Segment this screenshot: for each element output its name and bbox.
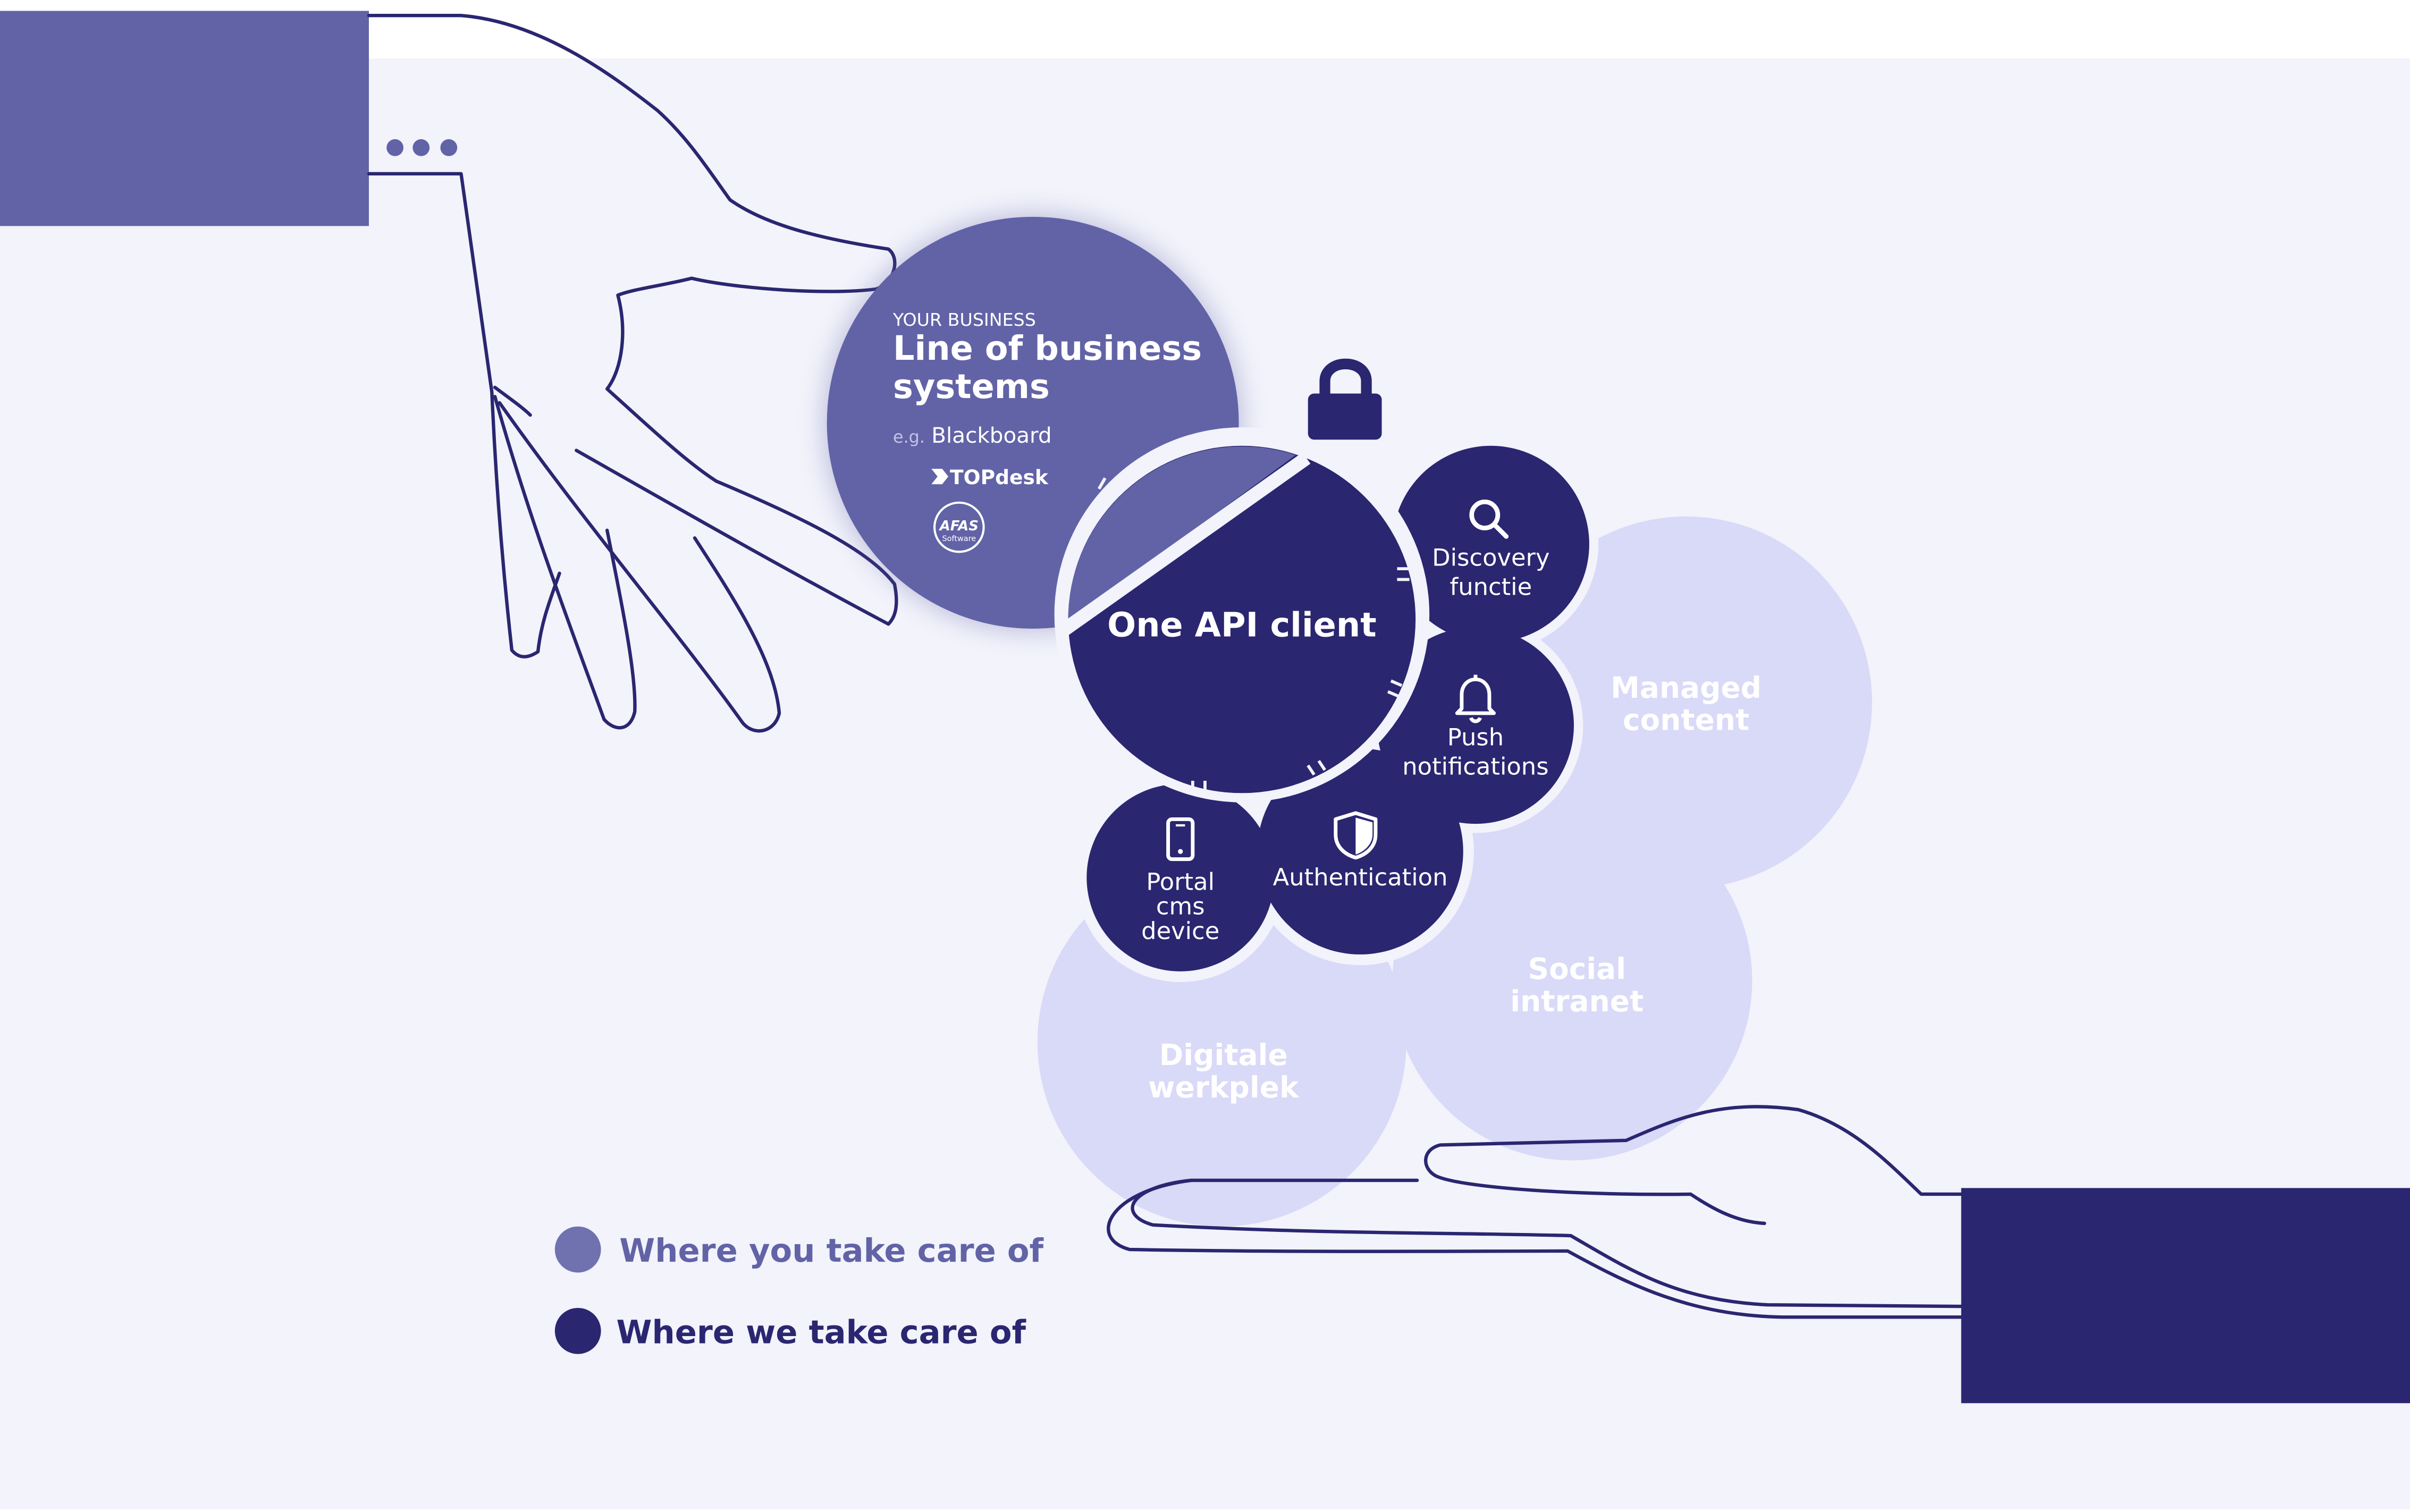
- solution-labels: Managed content Social intranet Digitale…: [1148, 671, 1762, 1104]
- topdesk-logo-icon: [931, 469, 949, 485]
- digitale-werkplek-label-line2: werkplek: [1148, 1070, 1300, 1104]
- discovery-label-line2: functie: [1450, 572, 1532, 601]
- connector-plugs: [1097, 477, 1410, 793]
- business-eyebrow: YOUR BUSINESS: [892, 309, 1036, 330]
- push-label-line2: notifications: [1402, 753, 1548, 781]
- afas-logo-icon: AFAS Software: [933, 501, 985, 553]
- social-intranet-bubble: [1392, 800, 1752, 1161]
- digitale-werkplek-label-line1: Digitale: [1159, 1038, 1288, 1072]
- bottom-hand-outline: [1107, 1105, 1963, 1319]
- brand-topdesk: TOPdesk: [950, 466, 1049, 489]
- business-eg-label: e.g.: [893, 427, 925, 447]
- lock-icon: [1308, 358, 1382, 440]
- portal-label-line3: device: [1141, 917, 1219, 945]
- mobile-phone-icon: [1166, 817, 1195, 861]
- discovery-circle: [1392, 445, 1589, 643]
- legend-marker-ours: [554, 1307, 601, 1354]
- bell-icon: [1455, 674, 1496, 723]
- social-intranet-label-line1: Social: [1528, 952, 1626, 986]
- discovery-label-line1: Discovery: [1432, 543, 1549, 571]
- shield-icon: [1334, 811, 1378, 860]
- top-hand-outline: [367, 13, 898, 733]
- search-icon: [1469, 499, 1509, 539]
- business-title-line1: Line of business: [893, 329, 1202, 368]
- core-label: One API client: [1107, 605, 1376, 645]
- managed-content-label-line2: content: [1623, 703, 1749, 737]
- portal-label-line1: Portal: [1146, 867, 1215, 896]
- legend-label-yours: Where you take care of: [619, 1232, 1043, 1270]
- solution-bubbles: [1037, 516, 1872, 1227]
- legend: Where you take care of Where we take car…: [554, 1226, 1044, 1354]
- brand-blackboard: Blackboard: [931, 423, 1051, 448]
- module-circles: [1086, 445, 1589, 972]
- legend-label-ours: Where we take care of: [617, 1314, 1026, 1351]
- brand-afas-sub: Software: [942, 535, 976, 543]
- more-dots-icon: [386, 139, 458, 156]
- authentication-label: Authentication: [1273, 863, 1448, 891]
- push-label-line1: Push: [1447, 723, 1504, 751]
- top-left-sleeve: [0, 11, 369, 226]
- brand-afas: AFAS: [939, 518, 979, 534]
- managed-content-label-line1: Managed: [1611, 671, 1762, 705]
- bottom-right-sleeve: [1961, 1188, 2410, 1404]
- portal-circle: [1086, 783, 1275, 972]
- legend-marker-yours: [554, 1226, 601, 1273]
- social-intranet-label-line2: intranet: [1510, 984, 1644, 1018]
- business-title-line2: systems: [893, 367, 1050, 407]
- core-divider: [1059, 452, 1311, 636]
- portal-label-line2: cms: [1156, 892, 1205, 920]
- managed-content-bubble: [1500, 516, 1872, 889]
